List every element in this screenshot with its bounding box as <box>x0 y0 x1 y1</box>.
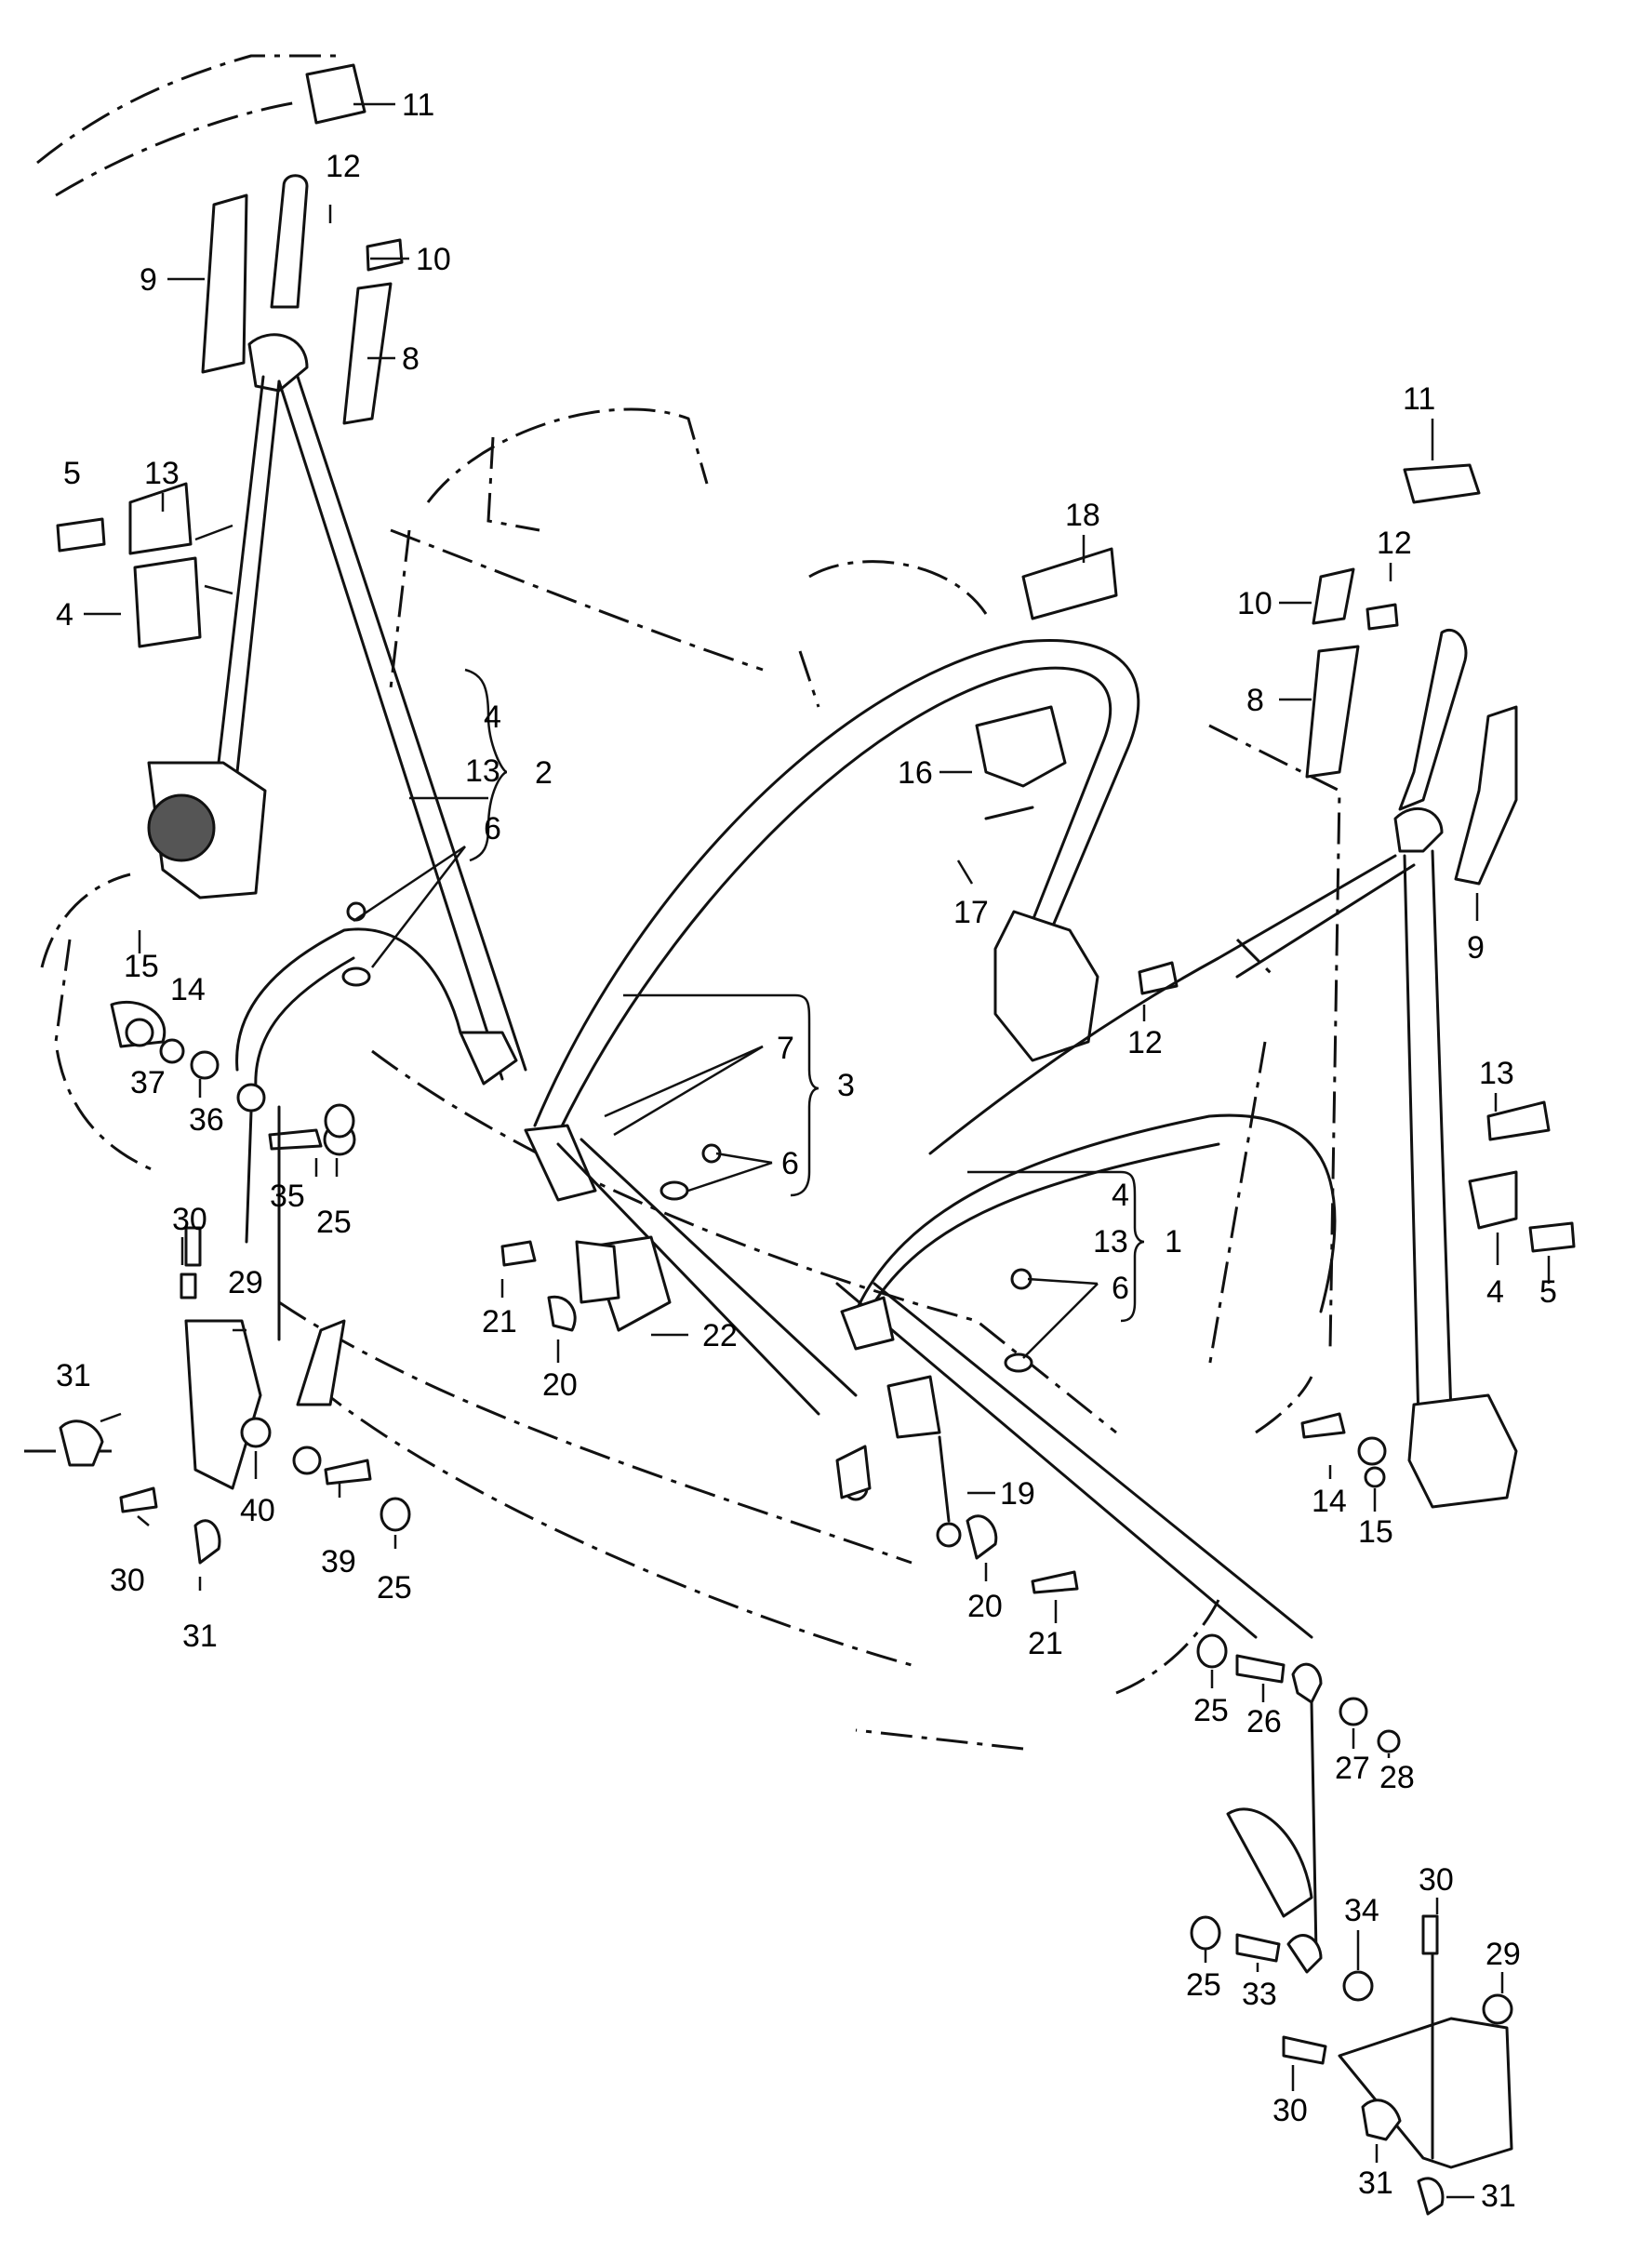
callout-20: 20 <box>542 1367 578 1403</box>
right-outer-belt <box>928 463 1576 1509</box>
callout-4: 4 <box>56 597 73 633</box>
callout-labels: 11 12 10 9 8 13 5 4 4 13 6 2 15 14 37 36… <box>56 87 1557 2214</box>
callout-20-b: 20 <box>967 1589 1003 1624</box>
callout-12: 12 <box>326 149 361 184</box>
callout-18: 18 <box>1065 498 1100 533</box>
callout-21: 21 <box>482 1304 517 1339</box>
callout-31-right-b: 31 <box>1481 2179 1516 2214</box>
callout-33: 33 <box>1242 1977 1277 2012</box>
callout-16: 16 <box>898 755 933 791</box>
callout-9: 9 <box>140 262 157 298</box>
left-outer-belt <box>56 63 527 1086</box>
callout-14: 14 <box>170 972 206 1007</box>
callout-17: 17 <box>953 895 989 930</box>
callout-40: 40 <box>240 1493 275 1528</box>
group-3-label: 3 <box>837 1068 855 1103</box>
right-lap-belt <box>835 1113 1337 1639</box>
callout-13: 13 <box>144 456 180 491</box>
callout-11: 11 <box>402 87 434 123</box>
callout-25-c: 25 <box>1193 1693 1229 1728</box>
callout-30-right: 30 <box>1419 1862 1454 1898</box>
callout-29-right: 29 <box>1485 1937 1521 1972</box>
group-3-item-6: 6 <box>781 1146 799 1181</box>
group-3-item-7: 7 <box>777 1031 794 1066</box>
callout-10-right: 10 <box>1237 586 1272 621</box>
callout-15-right: 15 <box>1358 1514 1393 1550</box>
callout-9-right: 9 <box>1467 930 1485 966</box>
callout-8-right: 8 <box>1246 683 1264 718</box>
callout-4-right: 4 <box>1486 1274 1504 1310</box>
group-1-label: 1 <box>1165 1224 1182 1259</box>
callout-21-b: 21 <box>1028 1626 1063 1661</box>
callout-19: 19 <box>1000 1476 1035 1512</box>
callout-5-right: 5 <box>1539 1274 1557 1310</box>
right-anchor-hardware <box>1190 1633 1513 2216</box>
callout-29: 29 <box>228 1265 263 1300</box>
callout-30-right-lower: 30 <box>1272 2093 1308 2128</box>
callout-31: 31 <box>56 1358 91 1393</box>
callout-11-right: 11 <box>1403 381 1435 417</box>
group-2-item-13: 13 <box>465 753 500 789</box>
callout-27: 27 <box>1335 1751 1370 1786</box>
callout-28: 28 <box>1379 1760 1415 1795</box>
left-anchor-hardware <box>59 901 462 1565</box>
callout-10: 10 <box>416 242 451 277</box>
callout-36: 36 <box>189 1102 224 1138</box>
group-2-item-6: 6 <box>484 811 501 846</box>
group-1-item-6: 6 <box>1112 1271 1129 1306</box>
group-2-item-4: 4 <box>484 700 501 735</box>
callout-31-lower: 31 <box>182 1619 218 1654</box>
callout-25-d: 25 <box>1186 1967 1221 2003</box>
centre-belt <box>500 547 1179 1416</box>
group-1-item-4: 4 <box>1112 1178 1129 1213</box>
group-2-label: 2 <box>535 755 553 791</box>
callout-34: 34 <box>1344 1893 1379 1928</box>
callout-8: 8 <box>402 341 420 377</box>
callout-22: 22 <box>702 1318 738 1353</box>
callout-12-right: 12 <box>1377 526 1412 561</box>
vehicle-outline <box>19 54 1341 1751</box>
callout-30: 30 <box>172 1202 207 1237</box>
callout-35: 35 <box>270 1179 305 1214</box>
callout-26: 26 <box>1246 1704 1282 1739</box>
callout-37: 37 <box>130 1065 166 1100</box>
callout-25-b: 25 <box>377 1570 412 1606</box>
leader-lines <box>84 102 1551 2199</box>
callout-5: 5 <box>63 456 81 491</box>
callout-30-lower: 30 <box>110 1563 145 1598</box>
callout-14-right: 14 <box>1312 1484 1347 1519</box>
callout-39: 39 <box>321 1544 356 1579</box>
group-1-item-13: 13 <box>1093 1224 1128 1259</box>
callout-25: 25 <box>316 1205 352 1240</box>
callout-12-centre: 12 <box>1127 1025 1163 1060</box>
callout-31-right: 31 <box>1358 2165 1393 2201</box>
callout-15: 15 <box>124 949 159 984</box>
callout-13-right: 13 <box>1479 1056 1514 1091</box>
